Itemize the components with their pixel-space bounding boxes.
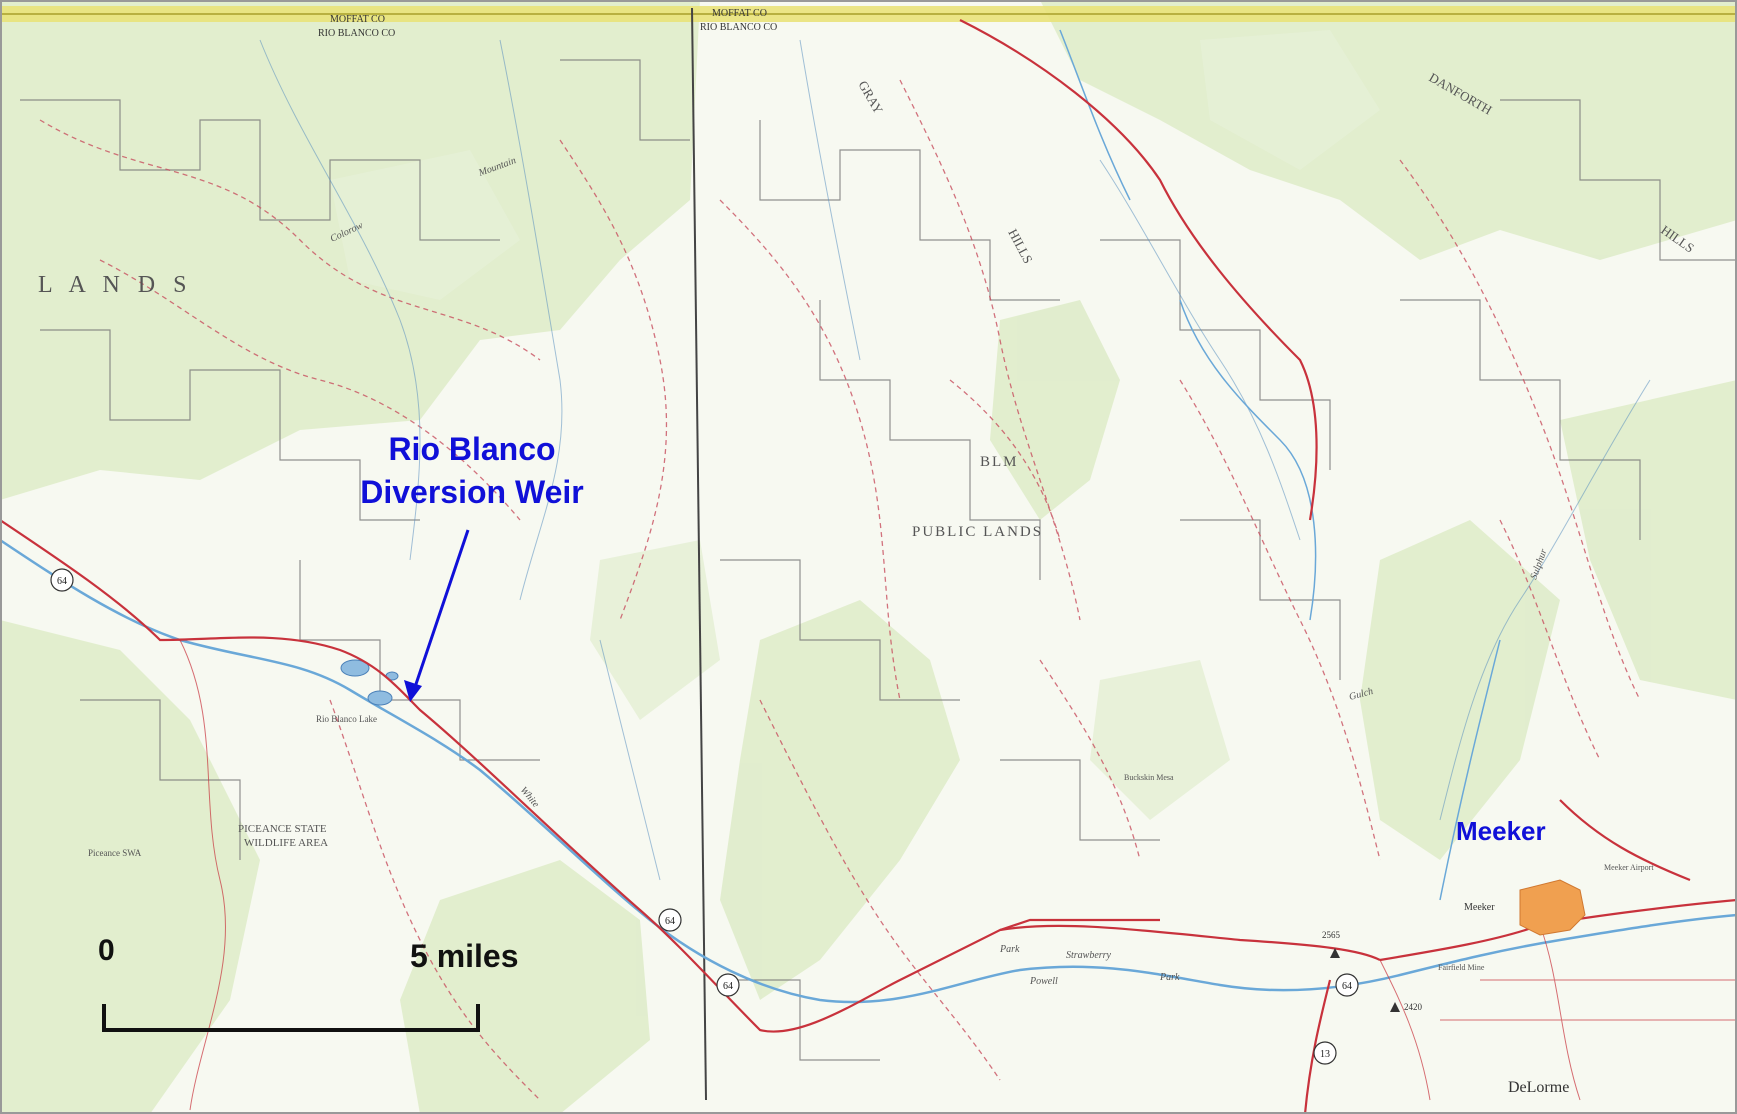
meeker-town-label: Meeker <box>1464 902 1495 913</box>
scale-end-label: 5 miles <box>410 938 519 974</box>
weir-callout-line1: Rio Blanco <box>388 431 555 467</box>
meeker-town-area <box>1519 879 1586 936</box>
tributaries <box>1059 29 1501 901</box>
land-boundaries <box>20 59 1737 1061</box>
east-road <box>1559 799 1691 882</box>
route-64-west-number: 64 <box>57 576 67 587</box>
scale-bar: 0 5 miles <box>98 934 519 1032</box>
elevation-1: 2565 <box>1322 930 1341 940</box>
meeker-airport-label: Meeker Airport <box>1604 863 1654 872</box>
trails <box>39 79 1641 1101</box>
park-lake-label: Park <box>999 944 1020 955</box>
route-64-shield-west: 64 <box>50 568 74 592</box>
weir-callout-line2: Diversion Weir <box>360 474 583 510</box>
county-label-moffat-west: MOFFAT CO <box>330 14 385 25</box>
county-label-moffat-east: MOFFAT CO <box>712 8 767 19</box>
wildlife-area-label: WILDLIFE AREA <box>244 837 328 849</box>
light-green-patches <box>330 30 1380 820</box>
park-label: Park <box>1159 972 1180 983</box>
meeker-callout: Meeker <box>1456 816 1546 846</box>
highway-64 <box>0 519 1381 1033</box>
white-river <box>0 538 1737 1004</box>
county-labels: MOFFAT CO RIO BLANCO CO MOFFAT CO RIO BL… <box>318 8 777 39</box>
powell-label: Powell <box>1029 976 1058 987</box>
piceance-state-label: PICEANCE STATE <box>238 823 327 835</box>
range-boundary-line <box>691 7 707 1101</box>
elevation-2: 2420 <box>1404 1002 1423 1012</box>
highway-13 <box>1303 979 1332 1114</box>
route-64-shield-mid: 64 <box>658 908 682 932</box>
county-label-rioblanco-west: RIO BLANCO CO <box>318 28 395 39</box>
minor-roads <box>179 639 1737 1111</box>
route-64-shield-east: 64 <box>1335 973 1359 997</box>
rio-blanco-lake-label: Rio Blanco Lake <box>316 714 377 724</box>
route-64-south-number: 64 <box>723 981 733 992</box>
piceance-swa-label: Piceance SWA <box>88 848 142 858</box>
buckskin-mesa-label: Buckskin Mesa <box>1124 773 1174 782</box>
south-road <box>999 918 1160 932</box>
north-road <box>959 19 1318 521</box>
weir-callout-arrow <box>404 529 470 702</box>
route-13-number: 13 <box>1320 1049 1330 1060</box>
route-64-east-number: 64 <box>1342 981 1352 992</box>
route-64-shield-south: 64 <box>716 973 740 997</box>
county-label-rioblanco-east: RIO BLANCO CO <box>700 22 777 33</box>
route-shields: 64 64 64 64 13 <box>50 568 1359 1065</box>
publisher-label: DeLorme <box>1508 1079 1569 1096</box>
lands-label: L A N D S <box>38 272 192 298</box>
strawberry-label: Strawberry <box>1066 950 1112 961</box>
blm-label: BLM <box>980 454 1019 470</box>
route-64-mid-number: 64 <box>665 916 675 927</box>
route-13-shield: 13 <box>1313 1041 1337 1065</box>
scale-start-label: 0 <box>98 934 115 967</box>
public-lands-label: PUBLIC LANDS <box>912 524 1043 540</box>
fairfield-mine-label: Fairfield Mine <box>1438 963 1485 972</box>
drainages <box>259 39 1651 881</box>
elevation-markers: 2565 2420 <box>1322 930 1423 1012</box>
rio-blanco-lake <box>340 659 399 706</box>
